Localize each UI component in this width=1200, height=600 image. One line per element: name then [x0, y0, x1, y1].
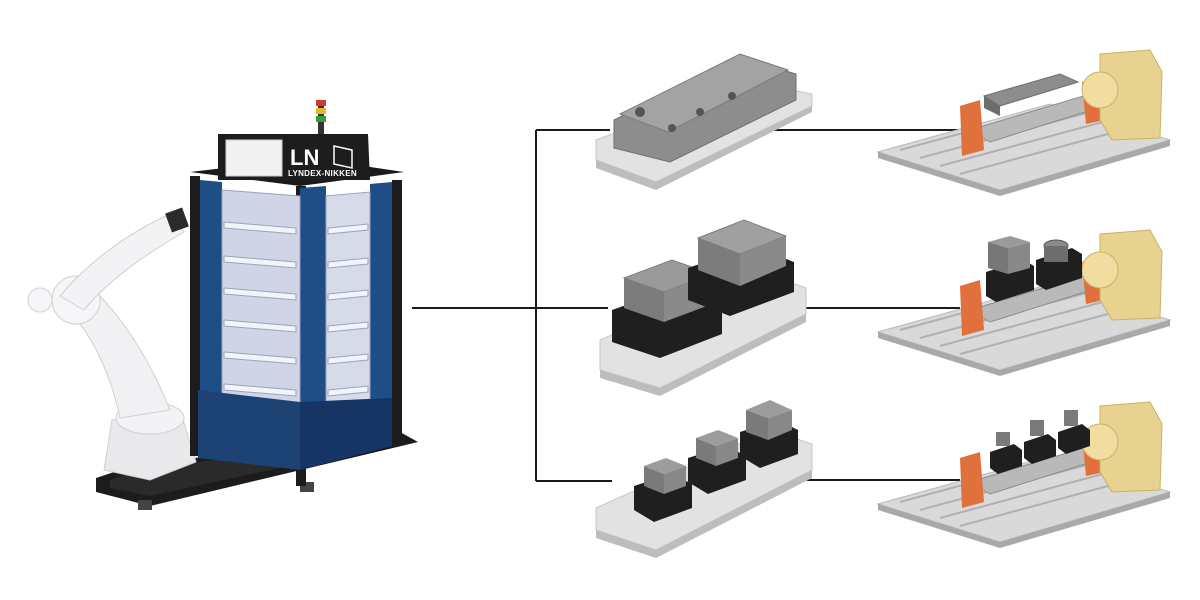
mounted-fixture: [984, 74, 1078, 106]
status-light-green: [316, 116, 326, 122]
robotic-pallet-storage-tower: LN LYNDEX-NIKKEN: [28, 100, 418, 510]
robot-arm-shoulder-joint: [28, 288, 52, 312]
rotary-drive-face: [1082, 252, 1118, 288]
trunnion-with-dual-vises: [878, 230, 1170, 376]
robot-arm: [28, 208, 196, 480]
robot-arm-upper-link: [60, 214, 184, 310]
single-pallet-fixture: [596, 54, 812, 190]
vise-workpiece: [1064, 410, 1078, 426]
status-light-red: [316, 100, 326, 106]
base-foot-left: [138, 500, 152, 510]
fixture-hole: [668, 124, 676, 132]
trunnion-pivot-left: [960, 452, 984, 508]
tower-lower-cabinet: [198, 390, 300, 470]
brand-logo-mark: LN: [290, 145, 319, 170]
trunnion-pivot-left: [960, 280, 984, 336]
trunnion-with-triple-vises: [878, 402, 1170, 548]
fixture-hole: [728, 92, 736, 100]
triple-vise-pallet: [596, 400, 812, 558]
trunnion-with-fixture: [878, 50, 1170, 196]
rotary-drive-face: [1082, 72, 1118, 108]
trunnion-pivot-left: [960, 100, 984, 156]
tower-frame-post-right: [392, 180, 402, 444]
tower-head-side-box: [226, 140, 282, 176]
fixture-hole: [696, 108, 704, 116]
brand-logo-name: LYNDEX-NIKKEN: [288, 169, 357, 178]
vise-workpiece-round-body: [1044, 246, 1068, 262]
status-light-yellow: [316, 108, 326, 114]
vise-workpiece: [1030, 420, 1044, 436]
fixture-hole: [635, 107, 645, 117]
vise-workpiece: [996, 432, 1010, 446]
dual-vise-pallet: [600, 220, 806, 396]
tower-lower-cabinet-side: [300, 398, 392, 470]
